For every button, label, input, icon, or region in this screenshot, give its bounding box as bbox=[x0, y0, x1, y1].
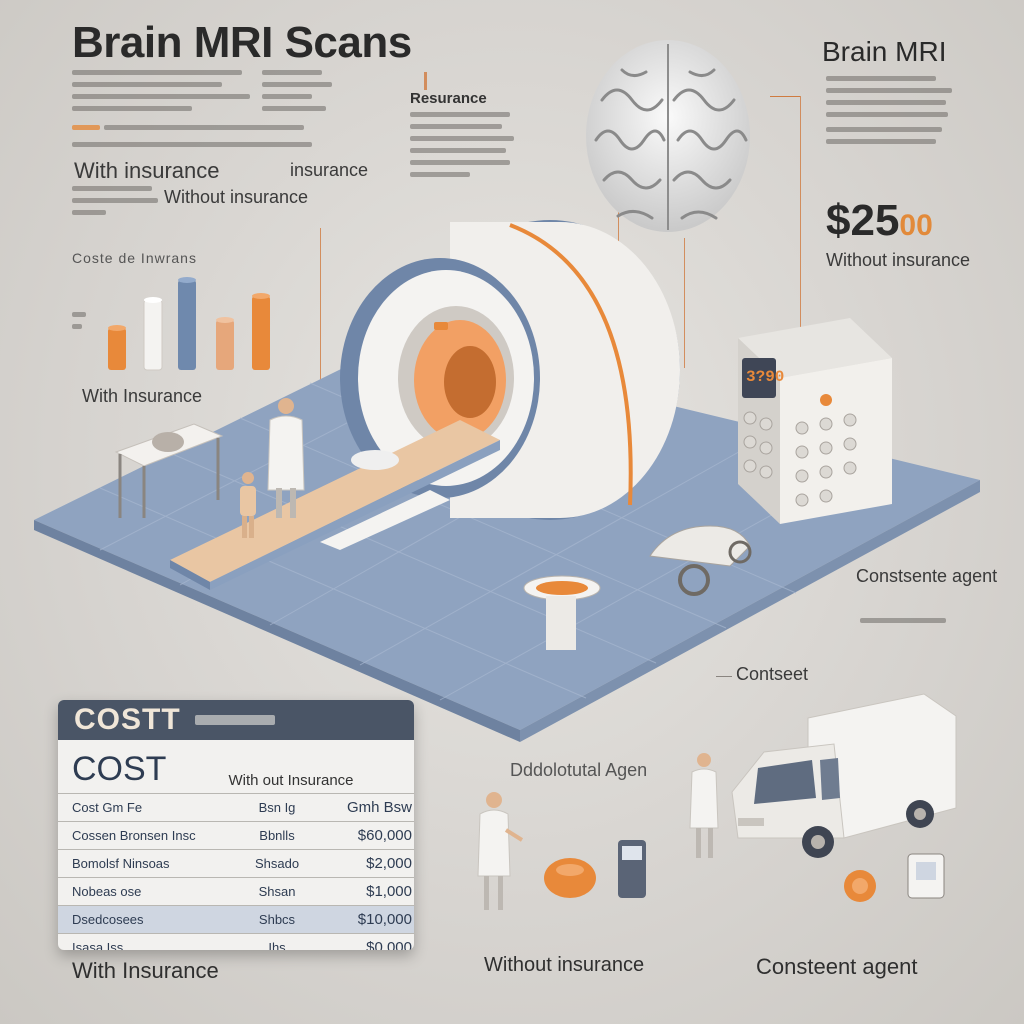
row-value: $2,000 bbox=[366, 855, 412, 872]
cost-table-panel: COSTT COST With out Insurance Cost Gm Fe… bbox=[58, 700, 414, 950]
bar-2 bbox=[143, 299, 163, 371]
row-mid: Shbcs bbox=[258, 912, 296, 927]
leader-line-4 bbox=[770, 96, 800, 97]
header-scribble bbox=[194, 715, 275, 725]
agent-text bbox=[860, 618, 946, 630]
row-name: Nobeas ose bbox=[72, 884, 142, 899]
orange-mark bbox=[424, 72, 427, 90]
chart-axis-scribbles bbox=[72, 312, 86, 336]
row-mid: Bsn Ig bbox=[258, 800, 296, 815]
intro-text-block bbox=[72, 70, 252, 118]
insurance-label: insurance bbox=[290, 160, 369, 180]
table-row: Cost Gm Fe Bsn Ig Gmh Bsw bbox=[58, 793, 414, 821]
row-value: $0,000 bbox=[366, 939, 412, 950]
center-text-block bbox=[410, 112, 520, 184]
leader-line-1 bbox=[320, 228, 321, 388]
wheelchair bbox=[649, 525, 752, 596]
bar-1 bbox=[108, 328, 126, 370]
cost-subheader-row: COST With out Insurance bbox=[58, 740, 414, 793]
bar-4 bbox=[216, 320, 234, 370]
card-reader-icon bbox=[618, 840, 646, 898]
agent-label: Constsente agent bbox=[856, 566, 998, 586]
cost-table-header: COSTT bbox=[58, 700, 414, 740]
scanner-bed bbox=[170, 420, 500, 590]
calculator-display: 3?90 bbox=[746, 368, 785, 386]
price-dollars: $25 bbox=[826, 196, 900, 245]
bar-5 bbox=[252, 296, 270, 370]
desk bbox=[114, 423, 224, 518]
coin-icon bbox=[844, 870, 876, 902]
cost-table-title: COSTT bbox=[74, 703, 181, 736]
device-icon bbox=[907, 853, 945, 899]
row-value: $60,000 bbox=[357, 827, 412, 844]
without-insurance-col-label: With out Insurance bbox=[228, 772, 354, 789]
bar-3 bbox=[178, 280, 196, 370]
with-insurance-label: With insurance bbox=[74, 158, 220, 183]
table-row: Cossen Bronsen Insc Bbnlls $60,000 bbox=[58, 821, 414, 849]
piggy-bank-icon bbox=[544, 858, 596, 898]
van-illustration bbox=[731, 693, 957, 858]
right-text-block bbox=[826, 76, 956, 151]
bottom-without-insurance: Without insurance bbox=[484, 954, 645, 976]
bottom-agent: Consteent agent bbox=[756, 954, 918, 979]
leader-line-5 bbox=[800, 96, 801, 336]
table-row: Nobeas ose Shsan $1,000 bbox=[58, 877, 414, 905]
intro-text-line-2 bbox=[72, 142, 332, 154]
row-value: $10,000 bbox=[357, 911, 412, 928]
patient-figure bbox=[240, 472, 256, 538]
table-row: Bomolsf Ninsoas Shsado $2,000 bbox=[58, 849, 414, 877]
intro-text-line bbox=[72, 124, 322, 142]
row-mid: Shsan bbox=[258, 884, 296, 899]
agent-figure-2 bbox=[689, 753, 719, 858]
row-name: Dsedcosees bbox=[72, 912, 144, 927]
price-note: Without insurance bbox=[826, 250, 971, 270]
table-row-highlighted: Dsedcosees Shbcs $10,000 bbox=[58, 905, 414, 933]
row-value: $1,000 bbox=[366, 883, 412, 900]
calculator-device bbox=[738, 318, 892, 524]
leader-line-3 bbox=[684, 238, 685, 368]
right-heading: Brain MRI bbox=[822, 36, 947, 67]
price-cents: 00 bbox=[899, 209, 933, 242]
row-mid: Shsado bbox=[254, 856, 300, 871]
side-text-block bbox=[72, 186, 162, 222]
brain-illustration bbox=[586, 40, 750, 232]
intro-text-block-2 bbox=[262, 70, 342, 118]
cost-subheader: COST bbox=[72, 750, 167, 788]
center-heading: Resurance bbox=[410, 90, 487, 107]
row-name: Cossen Bronsen Insc bbox=[72, 828, 196, 843]
chart-caption: With Insurance bbox=[82, 386, 203, 406]
doc-agent-label: Dddolotutal Agen bbox=[510, 760, 648, 780]
row-mid: Bbnlls bbox=[259, 828, 295, 843]
bottom-with-insurance: With Insurance bbox=[72, 958, 219, 983]
page-title: Brain MRI Scans bbox=[72, 18, 412, 67]
row-name: Isasa Iss bbox=[72, 940, 124, 950]
cost-bar-chart bbox=[108, 277, 270, 371]
row-mid: Ihs bbox=[268, 940, 286, 950]
doctor-figure bbox=[267, 398, 305, 518]
price-value: $2500 bbox=[826, 196, 933, 246]
row-name: Bomolsf Ninsoas bbox=[72, 856, 170, 871]
without-insurance-label: Without insurance bbox=[164, 187, 309, 207]
agent-figure-1 bbox=[477, 792, 524, 910]
stool bbox=[523, 575, 601, 650]
contact-label: Contseet bbox=[736, 664, 809, 684]
chart-heading: Coste de Inwrans bbox=[72, 250, 197, 266]
table-row: Isasa Iss Ihs $0,000 bbox=[58, 933, 414, 950]
contact-leader bbox=[716, 676, 732, 677]
row-name: Cost Gm Fe bbox=[72, 800, 143, 815]
row-value: Gmh Bsw bbox=[346, 799, 412, 816]
